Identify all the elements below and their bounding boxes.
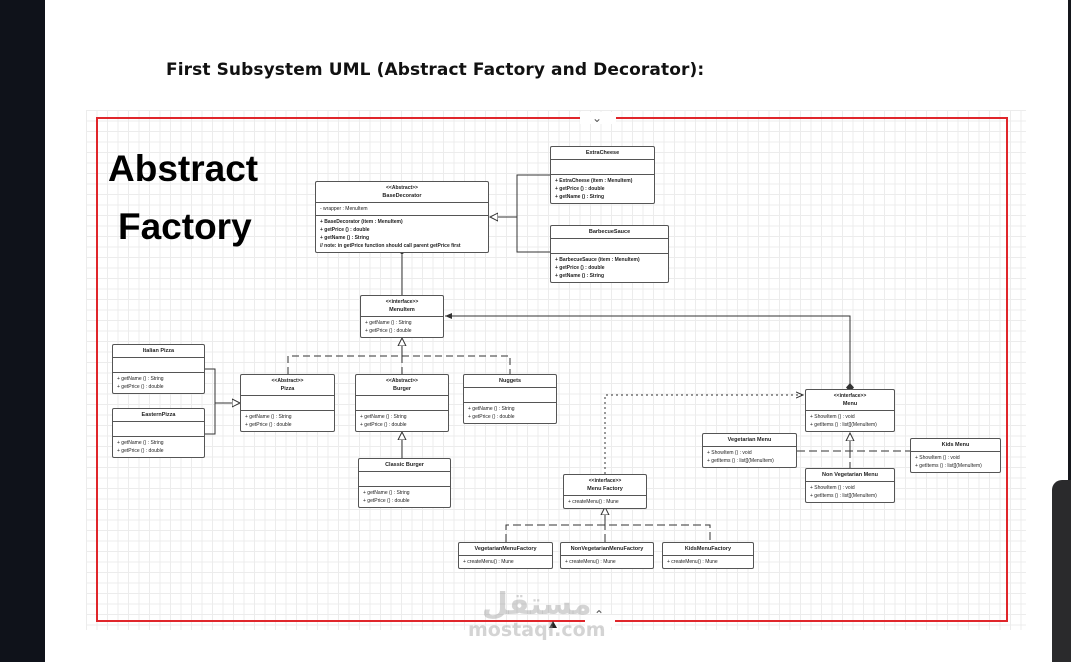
method: + BaseDecorator (item : MenuItem): [320, 219, 403, 225]
method: + BarbecueSauce (item : MenuItem): [555, 257, 640, 263]
class-italian-pizza[interactable]: Italian Pizza + getName () : String + ge…: [112, 344, 205, 394]
class-name: Non Vegetarian Menu: [822, 472, 878, 478]
class-name: NonVegetarianMenuFactory: [570, 546, 644, 552]
class-vegetarian-menu[interactable]: Vegetarian Menu + ShowItem () : void + g…: [702, 433, 797, 468]
class-menu-item[interactable]: <<interface>> MenuItem + getName () : Str…: [360, 295, 444, 338]
watermark-arabic: مستقل: [481, 587, 592, 622]
method: + getPrice () : double: [320, 227, 370, 233]
class-name: Vegetarian Menu: [727, 437, 772, 443]
method: + getItems () : list[](MenuItem): [915, 463, 982, 469]
class-extra-cheese[interactable]: ExtraCheese + ExtraCheese (item : MenuIt…: [550, 146, 655, 204]
method: + getItems () : list[](MenuItem): [707, 458, 774, 464]
method: + getPrice () : double: [468, 414, 515, 420]
class-name: Pizza: [280, 386, 295, 392]
stereotype: <<interface>>: [833, 393, 867, 399]
class-name: MenuItem: [389, 307, 415, 313]
class-name: Menu: [842, 401, 858, 407]
stereotype: <<Abstract>>: [271, 378, 304, 384]
stereotype: <<interface>>: [588, 478, 622, 484]
method: + createMenu() : Mune: [565, 559, 616, 565]
method: + getPrice () : double: [360, 422, 407, 428]
method: + getPrice () : double: [555, 186, 605, 192]
class-burger[interactable]: <<Abstract>> Burger + getName () : String…: [355, 374, 449, 432]
class-non-vegetarian-menu[interactable]: Non Vegetarian Menu + ShowItem () : void…: [805, 468, 895, 503]
class-name: Burger: [392, 386, 412, 392]
method: + getName () : String: [555, 273, 605, 279]
method: + ShowItem () : void: [915, 455, 960, 461]
class-pizza[interactable]: <<Abstract>>Pizza + getName () : String …: [240, 374, 335, 432]
class-eastern-pizza[interactable]: EasternPizza + getName () : String + get…: [112, 408, 205, 458]
class-name: VegetarianMenuFactory: [474, 546, 537, 552]
class-classic-burger[interactable]: Classic Burger + getName () : String + g…: [358, 458, 451, 508]
method: + getName () : String: [117, 440, 164, 446]
diagram-title-line2: Factory: [118, 206, 252, 247]
diagram-title: Abstract Factory: [108, 140, 258, 256]
watermark-latin: mostaqi.com: [468, 619, 606, 641]
method: + ShowItem () : void: [810, 414, 855, 420]
class-vegetarian-menu-factory[interactable]: VegetarianMenuFactory + createMenu() : M…: [458, 542, 553, 569]
method: + getName () : String: [320, 235, 370, 241]
method: + ShowItem () : void: [707, 450, 752, 456]
class-name: BarbecueSauce: [588, 229, 631, 235]
method: + getPrice () : double: [117, 448, 164, 454]
stereotype: <<interface>>: [385, 299, 419, 305]
class-name: KidsMenuFactory: [684, 546, 732, 552]
class-non-vegetarian-menu-factory[interactable]: NonVegetarianMenuFactory + createMenu() …: [560, 542, 654, 569]
method: + getPrice () : double: [363, 498, 410, 504]
class-name: Classic Burger: [385, 462, 424, 468]
method: + getPrice () : double: [117, 384, 164, 390]
class-name: ExtraCheese: [585, 150, 620, 156]
watermark: مستقل mostaqi.com: [468, 587, 606, 641]
method: + getName () : String: [365, 320, 412, 326]
method: + getName () : String: [117, 376, 164, 382]
section-heading: First Subsystem UML (Abstract Factory an…: [166, 60, 705, 80]
class-name: Italian Pizza: [142, 348, 175, 354]
chevron-down-icon[interactable]: ⌄: [592, 111, 603, 125]
class-barbecue-sauce[interactable]: BarbecueSauce + BarbecueSauce (item : Me…: [550, 225, 669, 283]
method: + getPrice () : double: [245, 422, 292, 428]
left-sidebar: [0, 0, 45, 662]
method: + ShowItem () : void: [810, 485, 855, 491]
method: + getName () : String: [245, 414, 292, 420]
method: + getItems () : list[](MenuItem): [810, 422, 877, 428]
method: + getName () : String: [468, 406, 515, 412]
class-name: Menu Factory: [587, 486, 623, 492]
method: + createMenu() : Mune: [568, 499, 619, 505]
diagram-title-line1: Abstract: [108, 148, 259, 189]
class-name: Kids Menu: [941, 442, 970, 448]
class-name: BaseDecorator: [382, 193, 422, 199]
method: + ExtraCheese (item : MenuItem): [555, 178, 633, 184]
method: + getName () : String: [555, 194, 605, 200]
chevron-up-icon[interactable]: ⌃: [594, 608, 605, 622]
method: + getPrice () : double: [365, 328, 412, 334]
class-menu-factory[interactable]: <<interface>> Menu Factory + createMenu()…: [563, 474, 647, 509]
right-edge: [1068, 0, 1071, 662]
class-base-decorator[interactable]: <<Abstract>> BaseDecorator - wrapper : Me…: [315, 181, 489, 253]
note: // note: in getPrice function should cal…: [320, 243, 461, 249]
class-kids-menu[interactable]: Kids Menu + ShowItem () : void + getItem…: [910, 438, 1001, 473]
stereotype: <<Abstract>>: [386, 185, 418, 191]
method: + getName () : String: [360, 414, 407, 420]
method: + getItems () : list[](MenuItem): [810, 493, 877, 499]
method: + createMenu() : Mune: [667, 559, 718, 565]
method: + getPrice () : double: [555, 265, 605, 271]
class-name: EasternPizza: [141, 412, 176, 418]
class-name: Nuggets: [499, 378, 521, 384]
method: + createMenu() : Mune: [463, 559, 514, 565]
method: + getName () : String: [363, 490, 410, 496]
class-kids-menu-factory[interactable]: KidsMenuFactory + createMenu() : Mune: [662, 542, 754, 569]
stereotype: <<Abstract>>: [386, 378, 418, 384]
resize-handle-icon[interactable]: [549, 621, 557, 628]
class-menu[interactable]: <<interface>> Menu + ShowItem () : void +…: [805, 389, 895, 432]
class-nuggets[interactable]: Nuggets + getName () : String + getPrice…: [463, 374, 557, 424]
side-panel-handle[interactable]: [1052, 480, 1071, 662]
attribute: - wrapper : MenuItem: [320, 206, 368, 212]
